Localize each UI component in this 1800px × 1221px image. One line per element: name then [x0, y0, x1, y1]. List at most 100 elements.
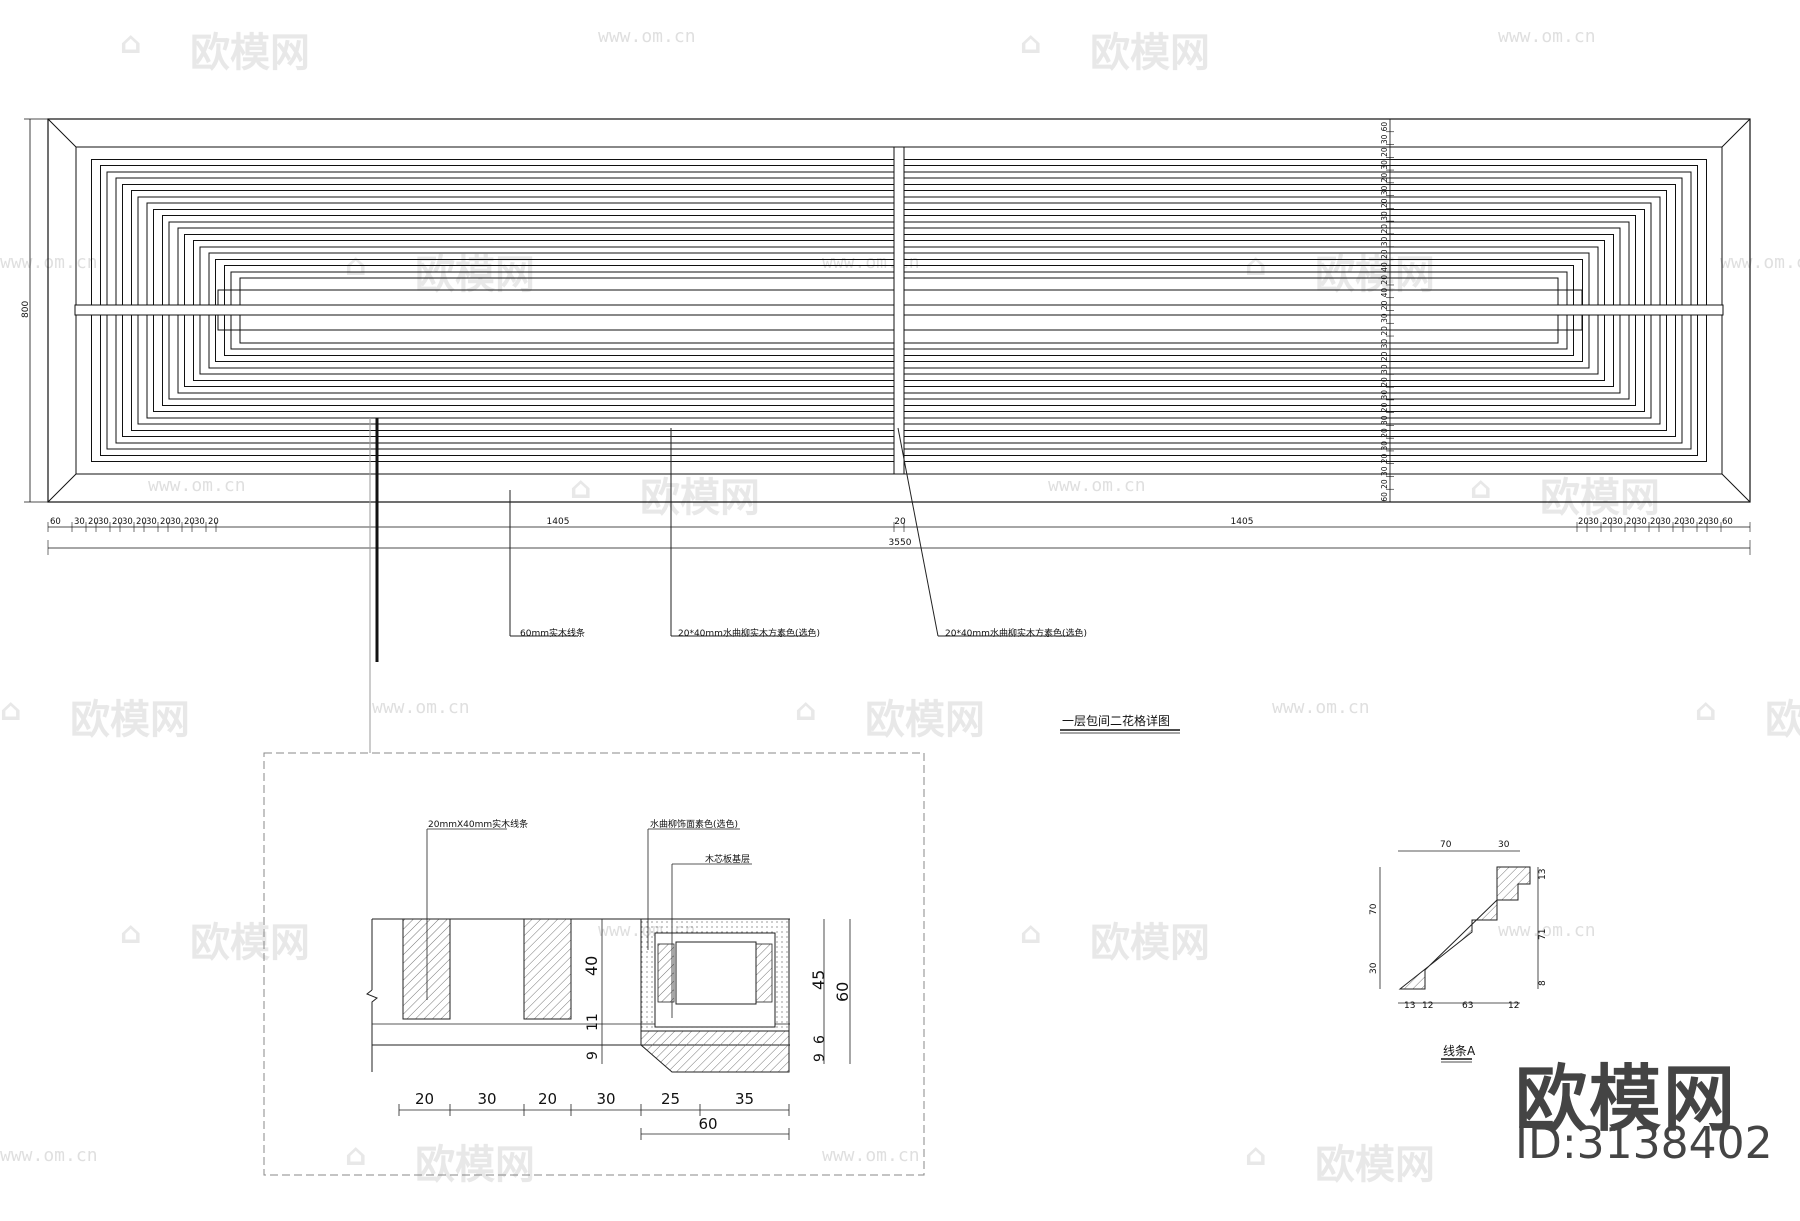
- watermark-url: www.om.cn: [372, 697, 470, 718]
- dim-side-segment: 40: [1380, 262, 1389, 272]
- dim-section-bottom: 30: [477, 1090, 496, 1108]
- dim-side-segment: 20: [1380, 326, 1389, 336]
- watermark-url: www.om.cn: [1498, 920, 1596, 941]
- dim-bottom-right-segment: 60: [1722, 517, 1733, 527]
- dim-bottom-right-segment: 20: [1698, 517, 1709, 527]
- dim-overall: 3550: [889, 538, 912, 548]
- dim-side-segment: 20: [1380, 479, 1389, 489]
- dim-bottom-left-segment: 30: [98, 517, 109, 527]
- dim-side-segment: 30: [1380, 313, 1389, 323]
- dim-bottom-left-segment: 30: [146, 517, 157, 527]
- profile-left-70: 70: [1369, 903, 1379, 915]
- dim-side-segment: 20: [1380, 198, 1389, 208]
- dim-side-segment: 30: [1380, 364, 1389, 374]
- dim-40: 40: [582, 956, 601, 976]
- profile-bottom-63: 63: [1462, 1001, 1473, 1011]
- dim-section-bottom: 25: [661, 1090, 680, 1108]
- watermark-brand: 欧模网: [1315, 1142, 1435, 1188]
- dim-bottom-right-segment: 20: [1674, 517, 1685, 527]
- dim-side-segment: 20: [1380, 300, 1389, 310]
- profile-right-71: 71: [1538, 929, 1548, 940]
- dim-section-bottom: 20: [415, 1090, 434, 1108]
- dim-bottom-right-segment: 30: [1708, 517, 1719, 527]
- corner-id: ID:3138402: [1515, 1118, 1773, 1169]
- dim-bottom-left-segment: 30: [74, 517, 85, 527]
- dim-height: 800: [21, 301, 31, 318]
- dim-side-segment: 20: [1380, 173, 1389, 183]
- dim-side-segment: 20: [1380, 428, 1389, 438]
- dim-section-bottom: 30: [596, 1090, 615, 1108]
- watermark-brand: 欧模网: [190, 30, 310, 76]
- dim-bottom-left-segment: 20: [88, 517, 99, 527]
- dim-section-bottom: 35: [735, 1090, 754, 1108]
- watermark-url: www.om.cn: [1720, 252, 1800, 273]
- callout-slat-a-text: 20*40mm水曲柳实木方素色(选色): [678, 627, 820, 639]
- corner-brand: 欧模网: [1515, 1057, 1738, 1141]
- profile-bottom-12: 12: [1422, 1001, 1433, 1011]
- dim-side-segment: 30: [1380, 211, 1389, 221]
- dim-bottom-right-segment: 30: [1588, 517, 1599, 527]
- molding-profile-a: 70 30 70 30 13 71 8 13 12 63 12 线条A: [1369, 840, 1548, 1063]
- profile-top-70: 70: [1440, 840, 1452, 850]
- dim-9: 9: [585, 1051, 601, 1060]
- dim-side-segment: 60: [1380, 492, 1389, 502]
- watermark-brand: 欧模网: [1090, 920, 1210, 966]
- profile-left-30: 30: [1369, 962, 1379, 974]
- dim-11: 11: [585, 1013, 601, 1031]
- dim-side-segment: 30: [1380, 237, 1389, 247]
- section-detail-frame: [263, 752, 925, 1176]
- dim-side-segment: 30: [1380, 160, 1389, 170]
- dim-bottom-right-segment: 20: [1650, 517, 1661, 527]
- dim-bottom-left-segment: 20: [136, 517, 147, 527]
- watermark-url: www.om.cn: [0, 1145, 98, 1166]
- sofa-logo-icon: ⌂: [1020, 26, 1042, 61]
- dim-bottom-right-segment: 30: [1636, 517, 1647, 527]
- callout-frame-text: 60mm实木线条: [520, 627, 585, 639]
- dim-bottom-right-segment: 30: [1684, 517, 1695, 527]
- profile-right-8: 8: [1538, 980, 1548, 986]
- lattice-plan-dimensions: 8006030203020302030203020402040203020302…: [21, 118, 1751, 555]
- callout-slat-a: 20*40mm水曲柳实木方素色(选色): [670, 428, 820, 639]
- dim-bottom-left-segment: 30: [122, 517, 133, 527]
- callout-slat-b-text: 20*40mm水曲柳实木方素色(选色): [945, 627, 1087, 639]
- watermark-url: www.om.cn: [1048, 475, 1146, 496]
- dim-side-segment: 20: [1380, 275, 1389, 285]
- dim-6: 6: [812, 1035, 828, 1044]
- dim-side-segment: 20: [1380, 351, 1389, 361]
- dim-bottom-left-segment: 30: [170, 517, 181, 527]
- dim-bottom-left-segment: 20: [112, 517, 123, 527]
- dim-side-segment: 30: [1380, 185, 1389, 195]
- callout-slat-b: 20*40mm水曲柳实木方素色(选色): [897, 427, 1087, 639]
- dim-9b: 9: [812, 1053, 828, 1062]
- dim-side-segment: 30: [1380, 415, 1389, 425]
- dim-side-segment: 20: [1380, 402, 1389, 412]
- profile-top-30: 30: [1498, 840, 1510, 850]
- sofa-logo-icon: ⌂: [1470, 471, 1492, 506]
- watermark-url: www.om.cn: [822, 1145, 920, 1166]
- dim-side-segment: 20: [1380, 147, 1389, 157]
- dim-side-segment: 30: [1380, 390, 1389, 400]
- sofa-logo-icon: ⌂: [795, 693, 817, 728]
- dim-bottom-left-segment: 20: [184, 517, 195, 527]
- section-detail: 20mmX40mm实木线条 水曲柳饰面素色(选色) 木芯板基层 40 11 9 …: [366, 818, 852, 1140]
- dim-bottom-right-segment: 20: [1602, 517, 1613, 527]
- watermark-url: www.om.cn: [1272, 697, 1370, 718]
- watermark-url: www.om.cn: [148, 475, 246, 496]
- dim-side-segment: 20: [1380, 224, 1389, 234]
- label-slat: 20mmX40mm实木线条: [428, 818, 528, 830]
- label-veneer: 水曲柳饰面素色(选色): [650, 818, 738, 830]
- dim-side-segment: 30: [1380, 134, 1389, 144]
- label-core: 木芯板基层: [705, 853, 750, 865]
- dim-bottom-right-segment: 30: [1660, 517, 1671, 527]
- dim-side-segment: 30: [1380, 466, 1389, 476]
- profile-right-13: 13: [1538, 869, 1548, 880]
- watermark-url: www.om.cn: [0, 252, 98, 273]
- dim-60-vertical: 60: [833, 982, 852, 1002]
- drawing-title-block: 一层包间二花格详图: [1060, 713, 1180, 734]
- sofa-logo-icon: ⌂: [1020, 916, 1042, 951]
- watermark-url: www.om.cn: [1498, 26, 1596, 47]
- sofa-logo-icon: ⌂: [345, 1138, 367, 1173]
